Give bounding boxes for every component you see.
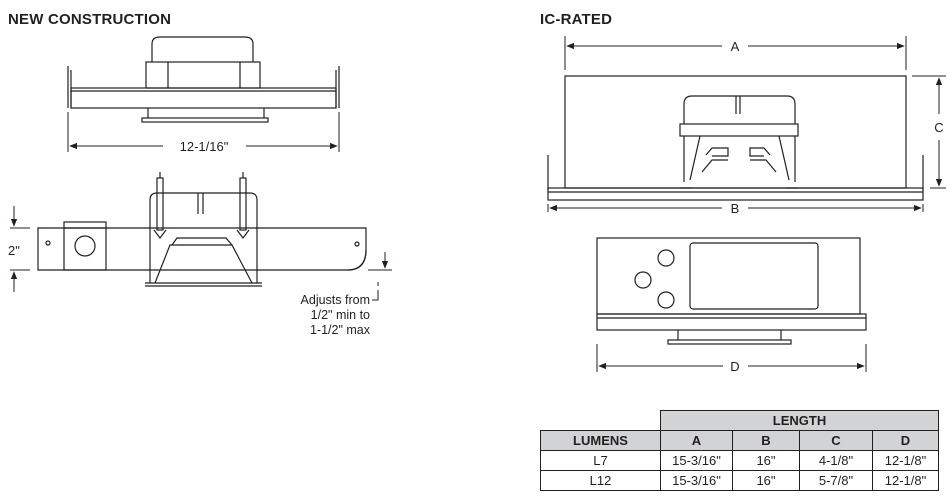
nc-height-dimension [10, 206, 30, 292]
nc-width-dimension [67, 112, 340, 152]
table-cell: 12-1/8" [872, 450, 939, 471]
nc-width-label: 12-1/16" [180, 139, 229, 154]
table-cell: 12-1/8" [872, 470, 939, 491]
nc-adjust-line-2: 1/2" min to [311, 308, 370, 322]
dimension-d-label: D [730, 359, 739, 374]
ic-d-dimension [596, 344, 867, 372]
ic-side-view [596, 237, 867, 345]
nc-height-label: 2" [8, 243, 20, 258]
column-header-a: A [660, 430, 733, 451]
dimension-a-label: A [731, 39, 740, 54]
row-label: L12 [540, 470, 661, 491]
nc-side-view [37, 172, 367, 287]
table-row: L12 15-3/16" 16" 5-7/8" 12-1/8" [540, 470, 939, 491]
table-cell: 15-3/16" [660, 450, 733, 471]
new-construction-heading: NEW CONSTRUCTION [8, 11, 172, 28]
nc-top-view [67, 36, 340, 123]
nc-adjust-line-3: 1-1/2" max [310, 323, 371, 337]
column-header-b: B [732, 430, 800, 451]
table-cell: 4-1/8" [799, 450, 873, 471]
length-header: LENGTH [660, 410, 939, 431]
nc-adjust-line-1: Adjusts from [301, 293, 370, 307]
table-cell: 16" [732, 470, 800, 491]
table-cell: 16" [732, 450, 800, 471]
dimension-c-label: C [934, 120, 943, 135]
column-header-d: D [872, 430, 939, 451]
row-label: L7 [540, 450, 661, 471]
ic-b-dimension [547, 204, 924, 212]
column-header-c: C [799, 430, 873, 451]
nc-adjust-dimension [368, 252, 392, 301]
table-row: L7 15-3/16" 16" 4-1/8" 12-1/8" [540, 450, 939, 471]
ic-front-view [547, 75, 924, 201]
ic-c-dimension [912, 75, 946, 189]
dimension-b-label: B [731, 201, 740, 216]
dimensions-table: LENGTH LUMENS A B C D L7 15-3/16" 16" 4-… [540, 410, 939, 491]
lumens-header: LUMENS [540, 430, 661, 451]
ic-rated-heading: IC-RATED [540, 11, 613, 28]
table-corner [540, 410, 661, 431]
table-cell: 15-3/16" [660, 470, 733, 491]
ic-a-dimension [564, 36, 907, 70]
table-cell: 5-7/8" [799, 470, 873, 491]
